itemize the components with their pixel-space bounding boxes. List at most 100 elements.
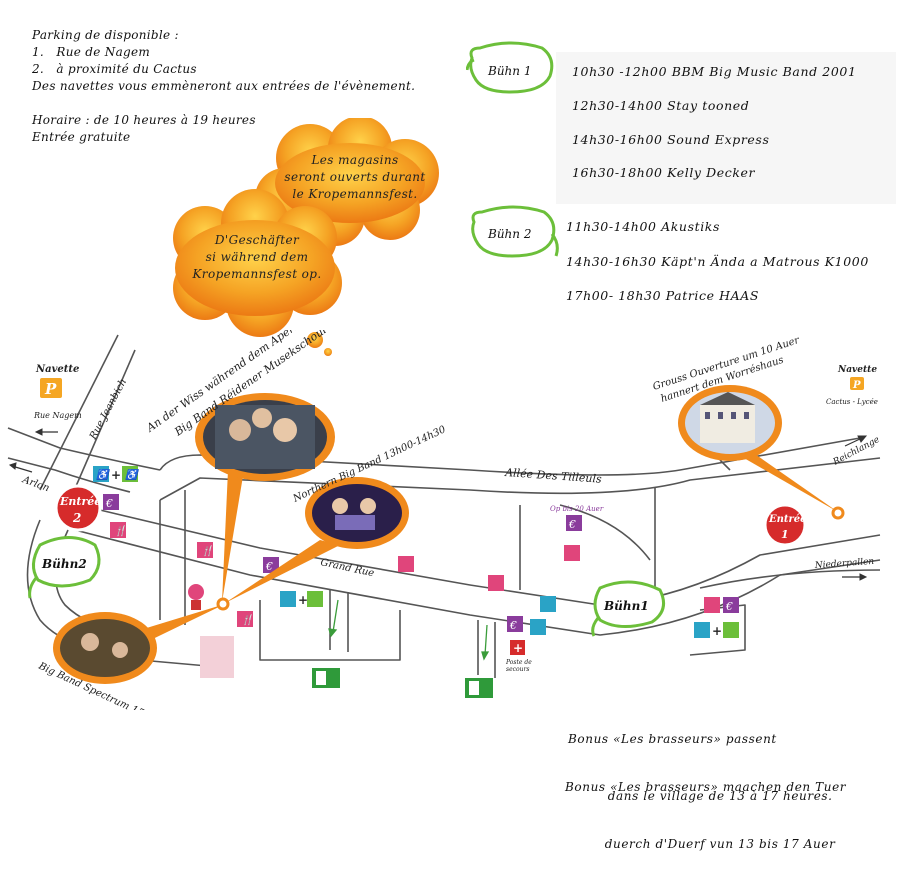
stage1-bubble: Bühn 1 [466,41,554,94]
svg-text:Entrée: Entrée [768,514,807,525]
entree-2-badge[interactable]: Entrée 2 [54,484,102,532]
navette-left[interactable]: Navette P Rue Nagem [33,364,82,420]
stage1-panel [556,52,896,204]
stage2-label: Bühn 2 [487,227,531,241]
navette-right[interactable]: Navette P Cactus - Lycée [826,365,878,406]
pin-ouverture [831,506,845,520]
photo-balloon-northern [225,477,409,603]
first-aid-icon: + [510,640,525,655]
svg-text:+: + [712,624,722,638]
buhn2-bubble[interactable]: Bühn2 [28,536,101,599]
stage1-slot-1: 10h30 -12h00 BBM Big Music Band 2001 [572,64,857,79]
food-icon-2: 🍴 [197,542,213,558]
entry-note: Entrée gratuite [32,130,131,144]
svg-text:€: € [265,560,273,573]
food-icon-5 [488,575,504,591]
opening-hours: Horaire : de 10 heures à 19 heures [32,113,256,127]
cloud-bubbles [173,118,439,356]
stage2-slot-1: 11h30-14h00 Akustiks [566,219,720,234]
shuttle-note: Des navettes vous emmèneront aux entrées… [32,79,416,93]
accessible-icon-5 [723,622,739,638]
stage1-slot-2: 12h30-14h00 Stay tooned [572,98,750,113]
svg-text:Bühn2: Bühn2 [41,557,87,571]
svg-text:Poste de: Poste de [505,659,532,666]
age-note: Op bis 20 Auer [550,505,604,513]
arrows [8,428,868,581]
photo-balloon-aperitif [195,393,335,602]
parking-info: Parking de disponible : 1. Rue de Nagem … [32,27,415,146]
parking-item-2: 2. à proximité du Cactus [32,62,197,76]
parking-heading: Parking de disponible : [32,28,179,42]
svg-text:2: 2 [72,511,81,525]
bonus-fr-1: Bonus «Les brasseurs» passent [568,732,777,746]
buhn1-bubble[interactable]: Bühn1 [591,580,666,637]
parking-item-1: 1. Rue de Nagem [32,45,151,59]
svg-text:secours: secours [506,666,529,673]
street-rue-jeanbich: Rue Jeanbich [87,377,129,442]
amenities: ♿ + ♿ € 🍴 🍴 € 🍴 + € + Poste de secours O… [93,466,739,698]
street-reichlange: Reichlange [831,435,882,468]
parking-icon: P [44,380,57,398]
svg-text:€: € [105,497,113,510]
exit-sign-2 [465,678,493,698]
food-icon-3: 🍴 [237,611,253,627]
toilet-icon-2 [280,591,296,607]
cloud-fr-line-2: seront ouverts durant [284,170,426,184]
stage2-slot-3: 17h00- 18h30 Patrice HAAS [566,288,760,303]
cloud-lu-text: D'Geschäfter si während dem Kropemannsfe… [172,232,342,283]
svg-text:Navette: Navette [837,365,877,375]
svg-text:Cactus - Lycée: Cactus - Lycée [826,398,878,406]
toilet-icon-3 [530,619,546,635]
stage1-slot-3: 14h30-16h00 Sound Express [572,132,770,147]
cloud-fr-line-1: Les magasins [311,153,399,167]
entree-1-badge[interactable]: Entrée 1 [763,503,807,547]
svg-text:Navette: Navette [35,364,79,375]
stage2-bubble: Bühn 2 [471,205,559,258]
bonus-lu-1: Bonus «Les brasseurs» maachen den Tuer [565,780,847,794]
photo-balloon-spectrum [53,604,225,684]
svg-text:Rue Nagem: Rue Nagem [33,411,82,420]
cloud-fr-line-3: le Kropemannsfest. [292,187,418,201]
svg-text:🍴: 🍴 [241,613,253,626]
cloud-fr-text: Les magasins seront ouverts durant le Kr… [265,152,445,203]
stage1-label: Bühn 1 [487,64,531,78]
svg-text:♿: ♿ [125,468,140,481]
euro-icon-1: € [103,494,119,510]
food-icon-6 [564,545,580,561]
svg-text:+: + [298,593,308,607]
parking-icon-right: P [852,380,861,391]
food-icon-1: 🍴 [110,522,126,538]
photo-balloon-ouverture [678,385,838,512]
stage2-slot-2: 14h30-16h30 Käpt'n Ända a Matrous K1000 [566,254,869,269]
cloud-lu-line-1: D'Geschäfter [214,233,300,247]
toilet-icon-5 [694,622,710,638]
event-map: Rue Jeanbich Arlon Allée Des Tilleuls Gr… [7,330,882,710]
cloud-lu [173,189,342,356]
euro-icon-5: € [723,597,739,613]
food-icon-4 [398,556,414,572]
svg-text:1: 1 [781,528,789,541]
accessible-icon-2 [307,591,323,607]
pin-center [216,597,230,611]
walk-arrows [328,599,490,661]
svg-text:€: € [568,518,576,531]
toilet-icon-1: ♿ [93,466,111,482]
svg-text:€: € [509,619,517,632]
street-niederpallen: Niederpallen [814,557,875,571]
svg-text:+: + [111,468,121,482]
cloud-lu-line-2: si während dem [205,250,309,264]
svg-text:€: € [725,600,733,613]
euro-icon-2: € [263,557,279,573]
toilet-icon-4 [540,596,556,612]
euro-icon-4: € [566,515,582,531]
svg-text:Entrée: Entrée [59,495,101,508]
exit-sign-1 [312,668,340,688]
svg-text:🍴: 🍴 [114,524,126,537]
accessible-icon-1: ♿ [122,466,140,482]
street-allee: Allée Des Tilleuls [504,466,603,486]
bonus-lu: Bonus «Les brasseurs» maachen den Tuer d… [565,740,846,873]
svg-text:♿: ♿ [96,468,111,481]
food-icon-7 [704,597,720,613]
euro-icon-3: € [507,616,523,632]
street-grand-rue: Grand Rue [319,557,375,579]
